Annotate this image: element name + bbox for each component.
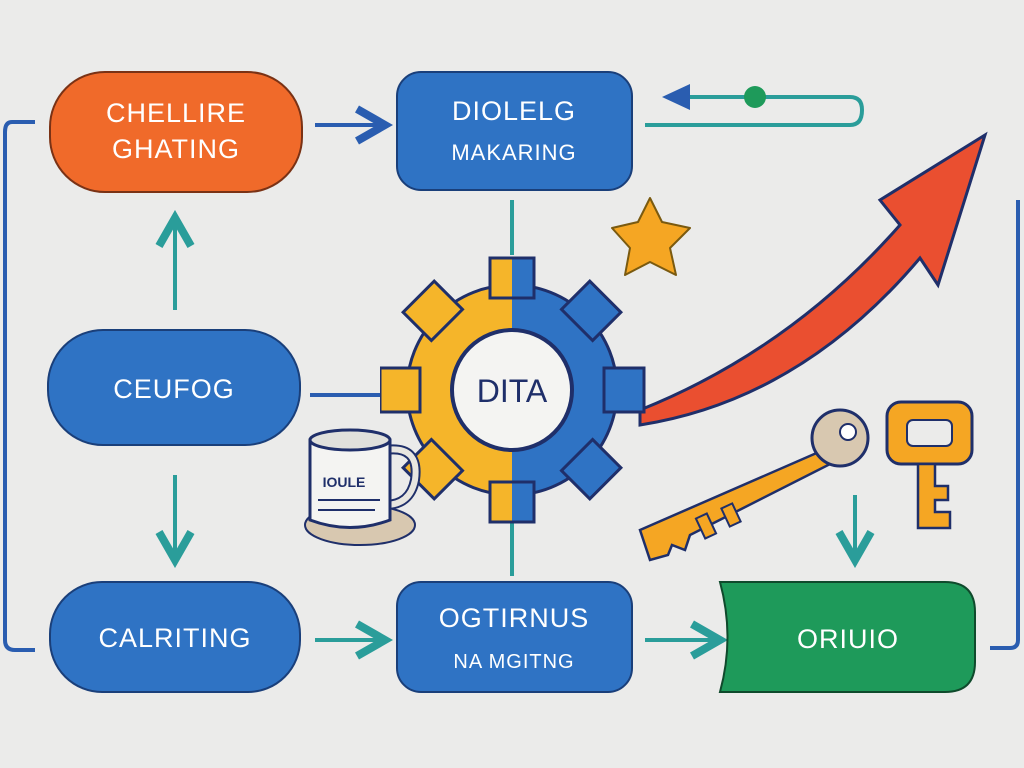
node-bottom-left-label: CALRITING — [98, 623, 251, 653]
growth-arrow-icon — [638, 131, 988, 427]
hub-label: DITA — [477, 373, 548, 409]
small-key-icon — [885, 400, 974, 530]
left-bracket-connector — [2, 120, 35, 652]
node-bottom-right-label: ORIUIO — [797, 624, 899, 654]
node-bottom-center-line2: NA MGITNG — [453, 651, 574, 673]
node-top-left[interactable]: CHELLIRE GHATING — [49, 71, 303, 193]
node-bottom-right[interactable]: ORIUIO — [718, 581, 976, 693]
node-bottom-center-line1: OGTIRNUS — [439, 603, 590, 633]
node-top-center-line2: MAKARING — [451, 140, 576, 165]
node-top-center-line1: DIOLELG — [452, 96, 576, 126]
loop-connector — [645, 84, 865, 127]
key-icon — [638, 408, 870, 562]
node-mid-left[interactable]: CEUFOG — [47, 329, 301, 446]
gear-hub[interactable]: DITA — [380, 256, 646, 524]
node-bottom-center[interactable]: OGTIRNUS NA MGITNG — [396, 581, 633, 693]
loop-arrowhead-icon — [662, 84, 690, 110]
mug-label: IOULE — [323, 474, 366, 490]
star-icon — [611, 197, 691, 276]
loop-dot-icon — [744, 86, 766, 108]
node-top-left-line1: CHELLIRE — [106, 98, 246, 128]
node-bottom-left[interactable]: CALRITING — [49, 581, 301, 693]
node-top-center[interactable]: DIOLELG MAKARING — [396, 71, 633, 191]
node-top-left-line2: GHATING — [112, 134, 240, 164]
right-bracket-connector — [990, 200, 1020, 650]
mug-icon: IOULE — [304, 428, 421, 546]
node-mid-left-label: CEUFOG — [113, 374, 235, 404]
